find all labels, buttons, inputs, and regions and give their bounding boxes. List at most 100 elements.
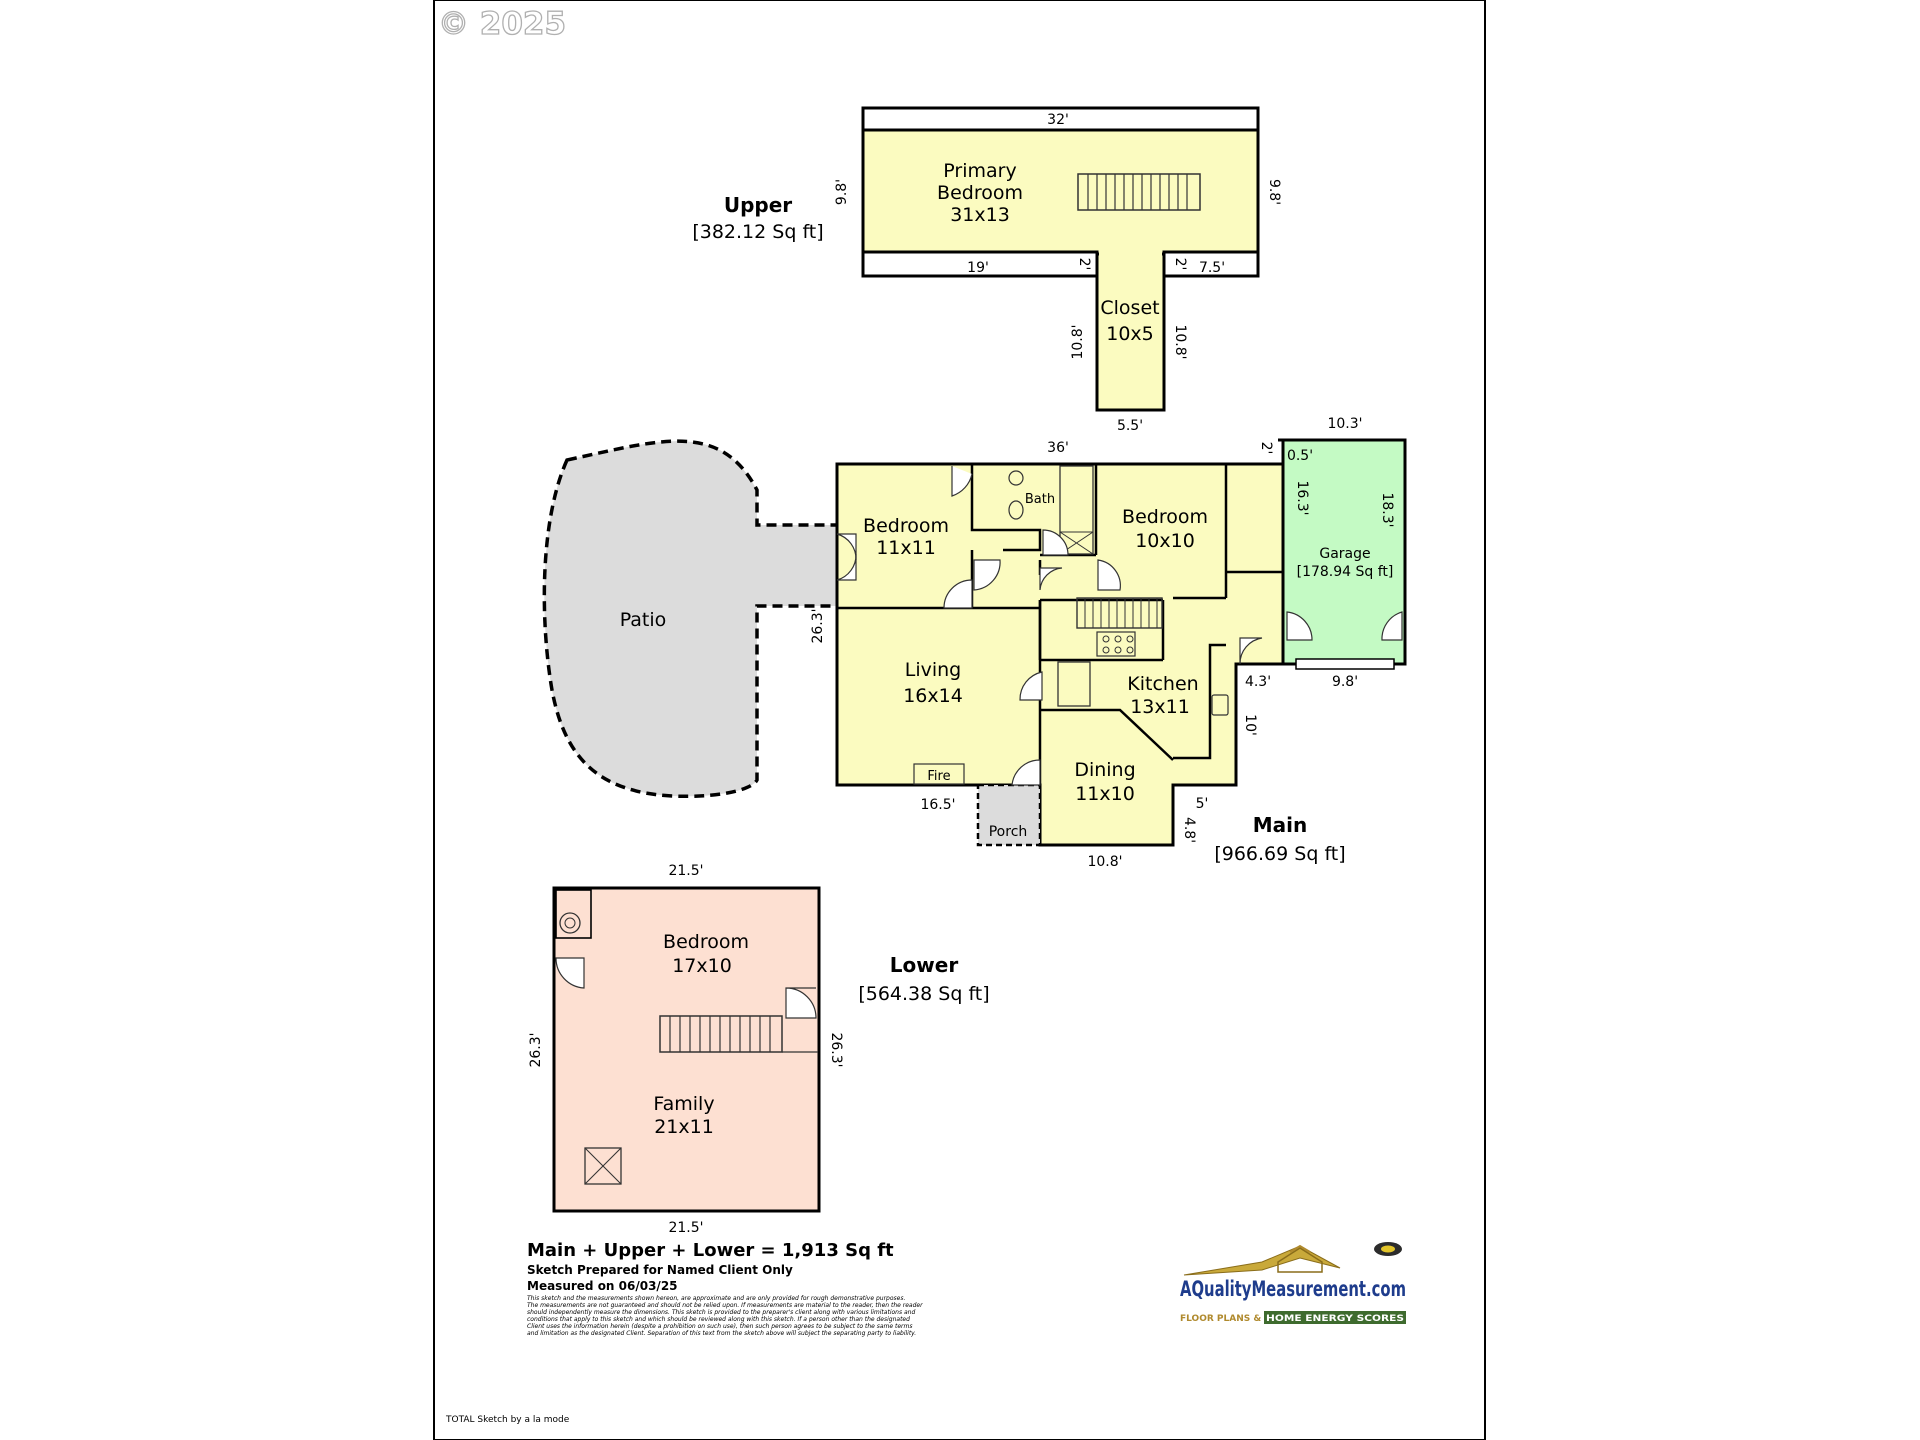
upper-level-area: [382.12 Sq ft] [692,221,823,243]
dim-main-left: 26.3' [810,608,826,643]
disclaimer-line: The measurements are not guaranteed and … [527,1302,923,1309]
lower-utility [555,889,592,939]
primary-bedroom-label-1: Primary [943,160,1016,182]
footer-credit: TOTAL Sketch by a la mode [445,1415,570,1425]
dim-main-48: 4.8' [1181,817,1197,843]
dim-main-top: 36' [1047,440,1069,456]
closet-label: Closet [1100,297,1159,319]
dim-main-bottom-dining: 10.8' [1087,854,1122,870]
stove [1096,631,1136,657]
upper-level: Primary Bedroom 31x13 Closet 10x5 32' 9.… [692,106,1282,434]
dim-upper-bottom-left: 19' [967,260,989,276]
dim-upper-2a: 2' [1076,258,1092,271]
dim-main-43: 4.3' [1245,674,1271,690]
primary-bedroom-size: 31x13 [950,204,1010,226]
lower-bedroom-label: Bedroom [663,931,749,953]
main-doors [836,466,1403,786]
garage-door [1295,658,1395,670]
closet-size: 10x5 [1106,323,1154,345]
lower-doors [555,957,817,1019]
patio-area [542,439,840,799]
main-level-area: [966.69 Sq ft] [1214,843,1345,865]
main-level: Patio Porch Garage [178.94 Sq ft] [542,416,1407,870]
dim-lower-left: 26.3' [528,1032,544,1067]
lower-level-area: [564.38 Sq ft] [858,983,989,1005]
upper-stairs [1077,173,1201,211]
summary-block: Main + Upper + Lower = 1,913 Sq ft Sketc… [527,1240,923,1337]
dim-garage-bottom: 9.8' [1332,674,1358,690]
total-area: Main + Upper + Lower = 1,913 Sq ft [527,1240,894,1261]
dim-main-top-2: 2' [1258,442,1274,455]
lower-floor-drain [584,1147,622,1185]
watermark: © 2025 [438,6,566,42]
bedroom-west-size: 11x11 [876,537,936,559]
kitchen-size: 13x11 [1130,696,1190,718]
dim-lower-top: 21.5' [668,863,703,879]
dim-closet-right: 10.8' [1172,324,1188,359]
dim-garage-right: 18.3' [1379,492,1395,527]
dining-label: Dining [1074,759,1135,781]
primary-bedroom-label-2: Bedroom [937,182,1023,204]
fireplace-label: Fire [927,769,950,784]
patio-label: Patio [620,609,667,631]
porch-label: Porch [989,824,1028,840]
measured-date: Measured on 06/03/25 [527,1279,678,1293]
main-level-name: Main [1253,813,1308,837]
bedroom-east-size: 10x10 [1135,530,1195,552]
lower-level-name: Lower [890,953,959,977]
upper-level-name: Upper [724,193,792,217]
dim-upper-2b: 2' [1172,258,1188,271]
dim-upper-top: 32' [1047,112,1069,128]
disclaimer-line: This sketch and the measurements shown h… [527,1295,905,1302]
lower-stairs [659,1015,818,1053]
bedroom-west-label: Bedroom [863,515,949,537]
dim-garage-top: 10.3' [1327,416,1362,432]
dim-main-5: 5' [1196,796,1209,812]
water-heater [559,912,581,934]
disclaimer-line: and limitation as the designated Client.… [527,1330,916,1337]
dim-main-bottom-left: 16.5' [920,797,955,813]
dim-upper-right: 9.8' [1266,179,1282,205]
dim-garage-inner: 16.3' [1294,480,1310,515]
living-label: Living [905,659,962,681]
lower-level: Bedroom 17x10 Family 21x11 21.5' 21.5' 2… [528,863,990,1236]
garage-area: [178.94 Sq ft] [1297,564,1394,580]
family-size: 21x11 [654,1116,714,1138]
disclaimer-line: should independently measure the dimensi… [527,1309,915,1316]
prepared-note: Sketch Prepared for Named Client Only [527,1263,793,1277]
dim-closet-bottom: 5.5' [1117,418,1143,434]
logo-tagline-a: FLOOR PLANS & [1180,1314,1261,1324]
dim-upper-left: 9.8' [834,179,850,205]
lower-room [552,886,821,1213]
dim-upper-bottom-right: 7.5' [1199,260,1225,276]
bedroom-east-label: Bedroom [1122,506,1208,528]
kitchen-sink [1211,694,1229,716]
dining-size: 11x10 [1075,783,1135,805]
toilet [1008,500,1024,520]
lower-bedroom-size: 17x10 [672,955,732,977]
upper-dim-frame [861,106,1260,132]
kitchen-label: Kitchen [1127,673,1198,695]
dim-closet-left: 10.8' [1070,324,1086,359]
logo-roof-icon [1183,1245,1341,1276]
dim-main-10: 10' [1242,714,1258,736]
dim-garage-05: 0.5' [1287,448,1313,464]
fridge [1057,661,1091,707]
logo-company: AQualityMeasurement.com [1180,1277,1406,1301]
company-logo: AQualityMeasurement.com FLOOR PLANS & HO… [1180,1242,1406,1324]
fireplace [913,763,965,785]
family-label: Family [653,1093,714,1115]
dim-lower-right: 26.3' [828,1032,844,1067]
bath-sink [1008,470,1024,486]
bath-label: Bath [1025,492,1055,507]
logo-tagline-b: HOME ENERGY SCORES [1266,1314,1404,1324]
garage-label: Garage [1319,546,1370,562]
primary-bedroom-room [861,106,1260,256]
living-size: 16x14 [903,685,963,707]
disclaimer-line: conditions that apply to this sketch and… [527,1316,910,1323]
dim-lower-bottom: 21.5' [668,1220,703,1236]
porch-area [976,783,1042,847]
kitchen-stairs [1076,597,1163,629]
disclaimer-line: Client uses the information herein (desp… [527,1323,912,1330]
